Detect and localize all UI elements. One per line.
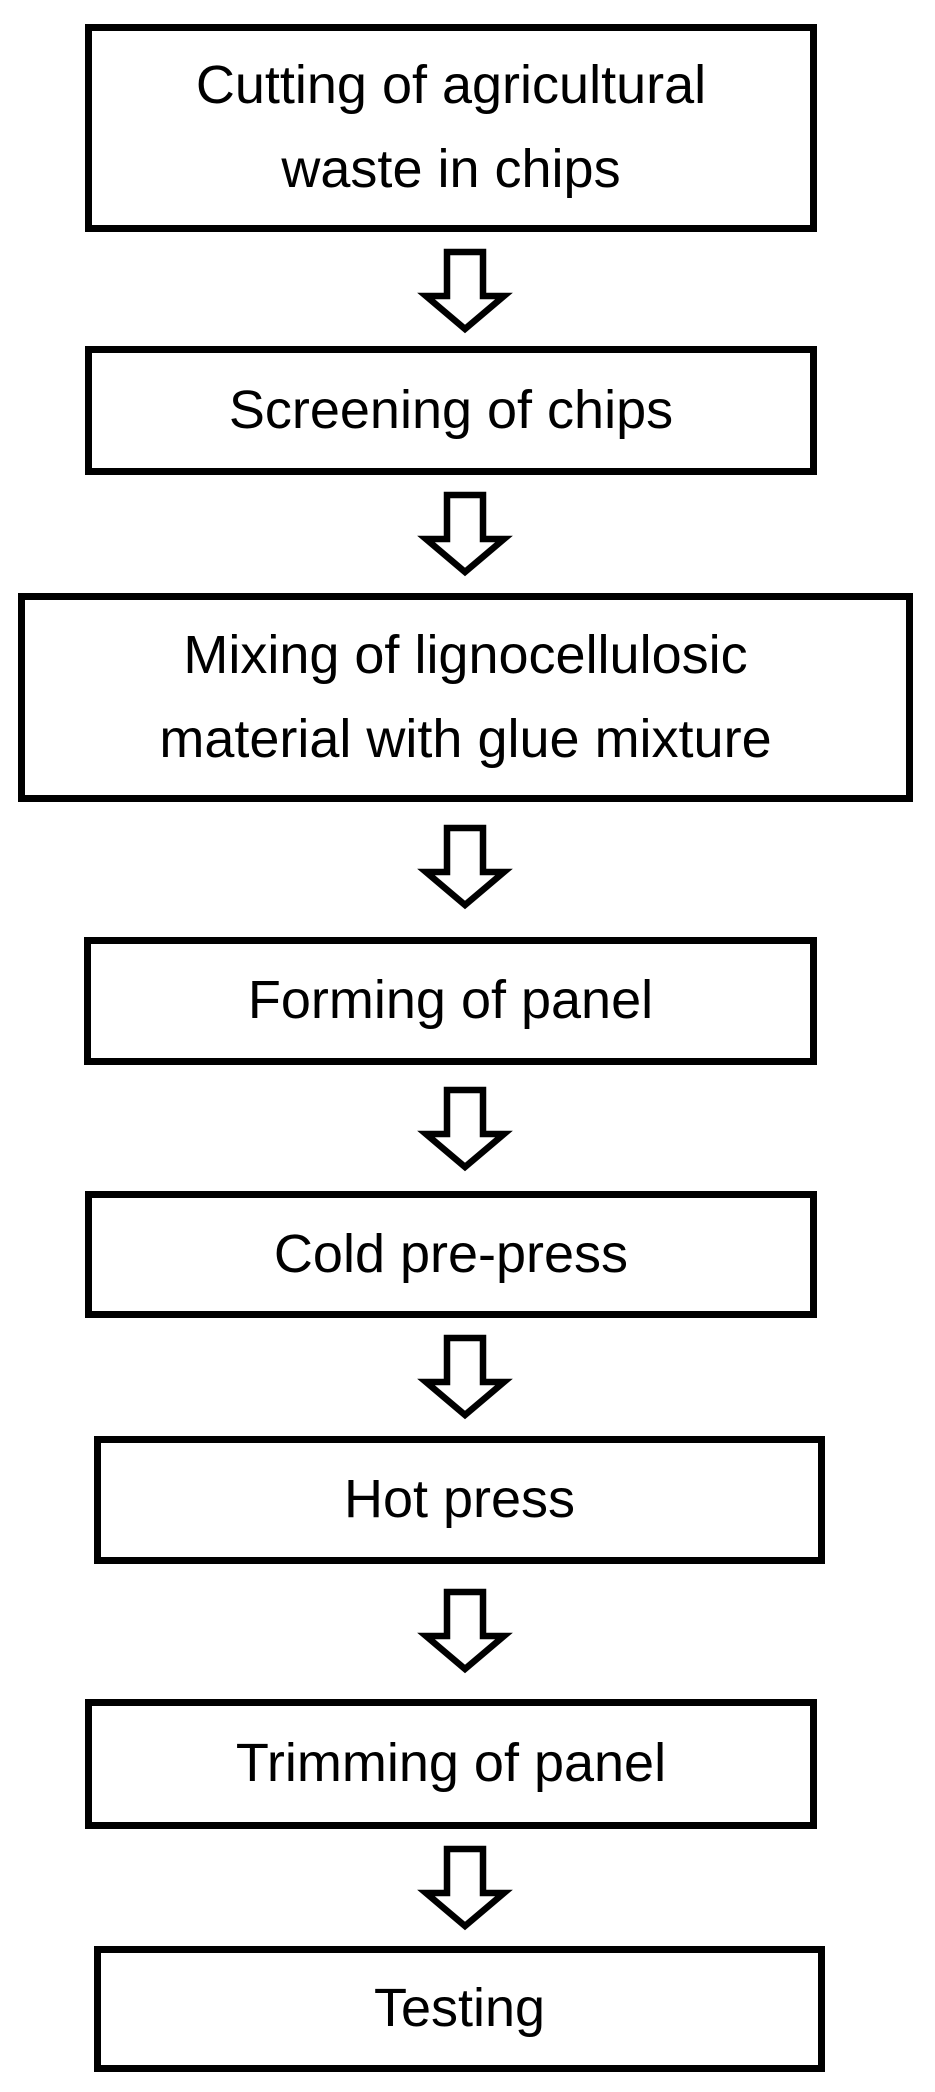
down-arrow-icon <box>417 1334 513 1420</box>
flow-step-screening: Screening of chips <box>85 346 817 475</box>
flow-step-label: Testing <box>373 1978 546 2039</box>
down-arrow-icon <box>417 491 513 577</box>
flow-step-testing: Testing <box>94 1946 825 2072</box>
flow-step-mixing: Mixing of lignocellulosic material with … <box>18 593 913 802</box>
flow-step-hot-press: Hot press <box>94 1436 825 1564</box>
down-arrow-icon <box>417 1845 513 1931</box>
flow-step-label: Cold pre-press <box>273 1223 629 1284</box>
flow-step-label: Cutting of agricultural waste in chips <box>195 55 707 199</box>
down-arrow-icon <box>417 824 513 910</box>
down-arrow-icon <box>417 1588 513 1674</box>
flow-step-cutting: Cutting of agricultural waste in chips <box>85 24 817 232</box>
flow-step-label: Hot press <box>343 1469 576 1530</box>
flow-step-label: Screening of chips <box>228 379 674 440</box>
flow-step-label: Mixing of lignocellulosic material with … <box>159 624 772 769</box>
down-arrow-icon <box>417 248 513 334</box>
flow-step-label: Trimming of panel <box>235 1733 667 1794</box>
flow-step-label: Forming of panel <box>247 970 654 1031</box>
flow-step-cold-pre-press: Cold pre-press <box>85 1191 817 1318</box>
flow-step-forming: Forming of panel <box>84 937 817 1065</box>
down-arrow-icon <box>417 1086 513 1172</box>
flow-step-trimming: Trimming of panel <box>85 1699 817 1829</box>
